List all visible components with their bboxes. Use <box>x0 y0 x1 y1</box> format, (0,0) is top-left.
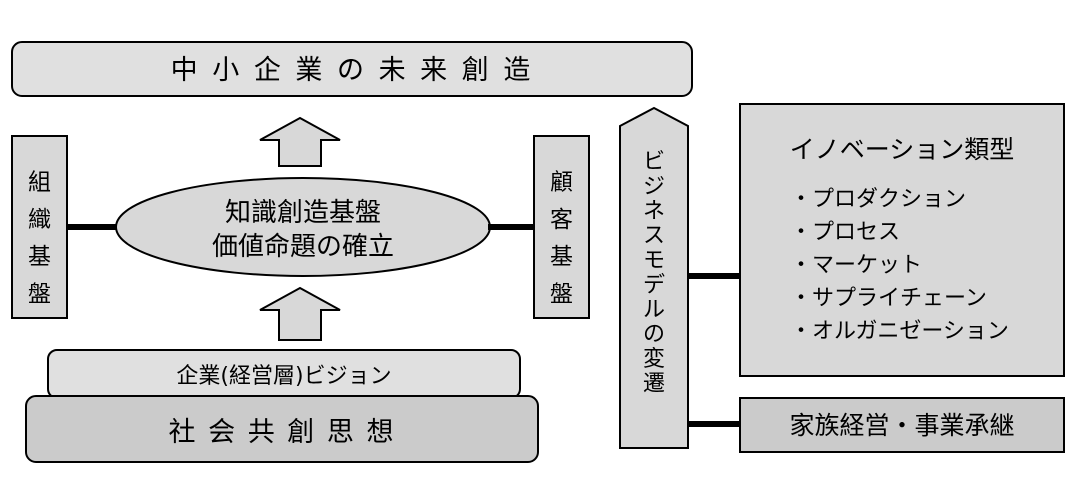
foundation-box: 社 会 共 創 思 想 <box>25 395 539 463</box>
vision-box: 企業(経営層)ビジョン <box>47 349 521 399</box>
family-text: 家族経営・事業承継 <box>789 411 1014 440</box>
innovation-item: ・オルガニゼーション <box>790 319 1009 344</box>
innovation-item: ・サプライチェーン <box>790 286 987 311</box>
business-model-arrow: ビジネスモデルの変遷 <box>619 106 689 449</box>
center-line2: 価値命題の確立 <box>212 232 394 262</box>
organization-pillar-text: 組織基盤 <box>28 170 51 308</box>
customer-pillar: 顧客基盤 <box>533 135 590 319</box>
vision-text: 企業(経営層)ビジョン <box>176 364 391 389</box>
top-goal-box: 中 小 企 業 の 未 来 創 造 <box>11 41 693 97</box>
center-ellipse: 知識創造基盤 価値命題の確立 <box>115 177 491 277</box>
upward-arrow-bottom <box>259 286 341 341</box>
innovation-box: イノベーション類型 ・プロダクション ・プロセス ・マーケット ・サプライチェー… <box>739 103 1065 377</box>
foundation-text: 社 会 共 創 思 想 <box>169 417 396 448</box>
organization-pillar: 組織基盤 <box>11 135 68 319</box>
business-model-text: ビジネスモデルの変遷 <box>643 150 665 397</box>
top-goal-text: 中 小 企 業 の 未 来 創 造 <box>171 55 534 86</box>
innovation-title: イノベーション類型 <box>790 135 1015 164</box>
innovation-item: ・マーケット <box>790 253 922 278</box>
upward-arrow-top <box>259 116 341 167</box>
center-line1: 知識創造基盤 <box>225 198 381 228</box>
innovation-item: ・プロダクション <box>790 187 966 212</box>
family-box: 家族経営・事業承継 <box>739 397 1065 453</box>
innovation-item: ・プロセス <box>790 220 900 245</box>
customer-pillar-text: 顧客基盤 <box>550 170 573 308</box>
